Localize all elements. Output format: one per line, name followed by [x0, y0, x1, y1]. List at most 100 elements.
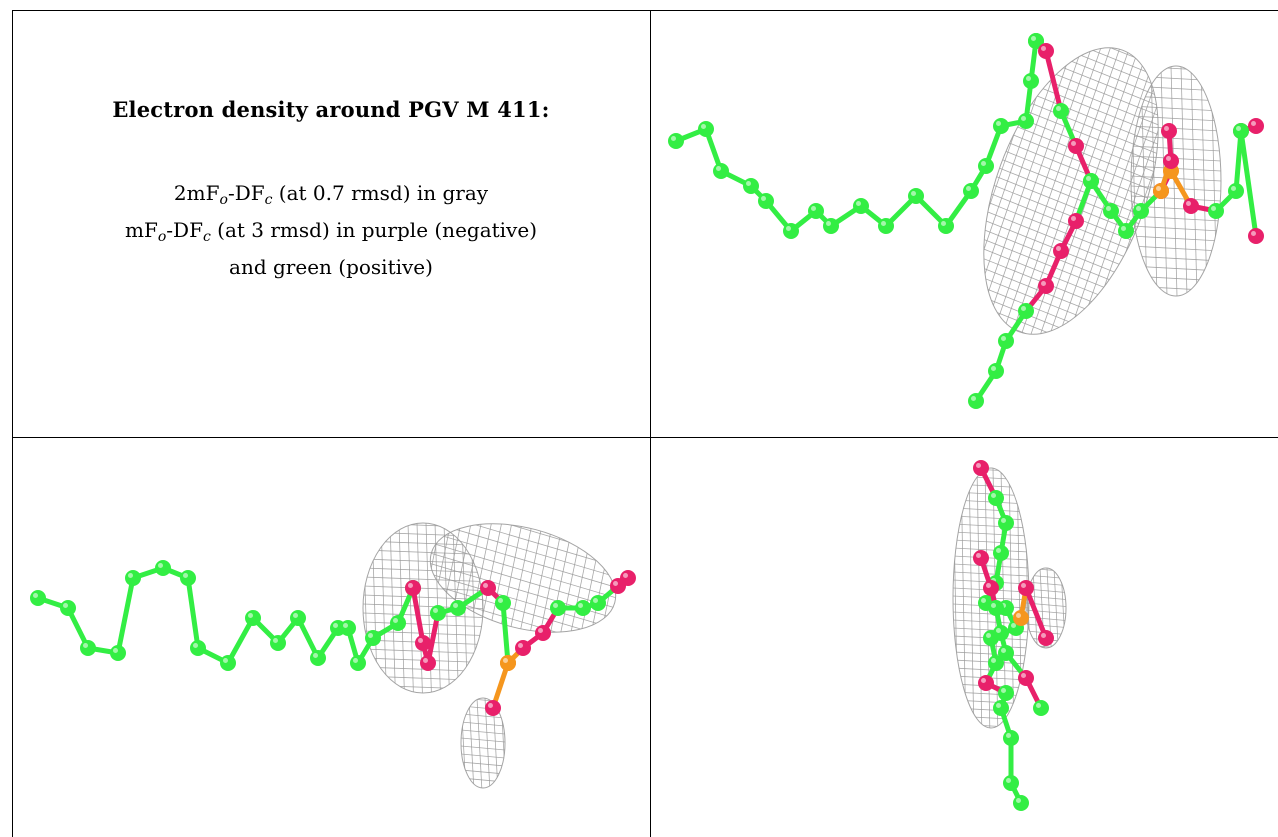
carbon-atom: [988, 490, 1004, 506]
bond: [115, 575, 136, 656]
carbon-atom: [988, 363, 1004, 379]
molecule-view-bottom-right: [952, 460, 1067, 811]
carbon-atom: [993, 545, 1009, 561]
carbon-atom: [125, 570, 141, 586]
top-border: [12, 10, 1278, 11]
phosphorus-atom: [500, 655, 516, 671]
bond: [1238, 128, 1259, 239]
carbon-atom: [988, 600, 1004, 616]
carbon-atom: [1003, 775, 1019, 791]
terminal-bond: [1233, 123, 1264, 244]
headgroup-chain: [405, 570, 636, 671]
carbon-atom: [245, 610, 261, 626]
phosphate-oxygen: [485, 655, 516, 716]
carbon-atom: [908, 188, 924, 204]
carbon-atom: [998, 685, 1014, 701]
bond: [1023, 585, 1049, 641]
view-bottom-right: [651, 438, 1278, 837]
carbon-atom: [110, 645, 126, 661]
carbon-atom: [1208, 203, 1224, 219]
carbon-atom: [1033, 700, 1049, 716]
caption-cell: Electron density around PGV M 411: 2mF o-…: [12, 10, 650, 437]
carbon-atom: [963, 183, 979, 199]
carbon-atom: [80, 640, 96, 656]
oxygen-atom: [1068, 138, 1084, 154]
caption-heading: Electron density around PGV M 411:: [112, 97, 550, 122]
acyl-chain-2: [973, 550, 1049, 716]
carbon-atom: [1003, 730, 1019, 746]
carbon-atom: [575, 600, 591, 616]
oxygen-atom: [1038, 43, 1054, 59]
carbon-atom: [60, 600, 76, 616]
carbon-atom: [1118, 223, 1134, 239]
acyl-chain-2: [968, 173, 1099, 409]
oxygen-atom: [1161, 123, 1177, 139]
line1-sub-c: c: [264, 192, 273, 208]
oxygen-atom: [515, 640, 531, 656]
carbon-atom: [993, 118, 1009, 134]
carbon-atom: [968, 393, 984, 409]
bond: [185, 575, 201, 651]
carbon-atom: [590, 595, 606, 611]
carbon-atom: [1018, 113, 1034, 129]
carbon-atom: [823, 218, 839, 234]
line2-a: mF: [125, 218, 158, 242]
carbon-atom: [430, 605, 446, 621]
carbon-atom: [938, 218, 954, 234]
carbon-atom: [1083, 173, 1099, 189]
phosphorus-atom: [1153, 183, 1169, 199]
carbon-atom: [550, 600, 566, 616]
oxygen-atom: [983, 580, 999, 596]
bond: [225, 615, 256, 666]
oxygen-atom: [1038, 278, 1054, 294]
oxygen-atom: [978, 675, 994, 691]
line1-a: 2mF: [173, 181, 220, 205]
carbon-atom: [878, 218, 894, 234]
carbon-atom: [310, 650, 326, 666]
phosphorus-atom: [1013, 610, 1029, 626]
carbon-atom: [1053, 103, 1069, 119]
carbon-atom: [758, 193, 774, 209]
oxygen-atom: [1183, 198, 1199, 214]
carbon-atom: [853, 198, 869, 214]
carbon-atom: [1103, 203, 1119, 219]
phosphate-oxygen: [1153, 123, 1179, 199]
carbon-atom: [450, 600, 466, 616]
carbon-atom: [350, 655, 366, 671]
caption-description: 2mFo-DFc (at 0.7 rmsd) in gray mFo-DFc (…: [125, 178, 537, 282]
carbon-atom: [220, 655, 236, 671]
caption-line-3: and green (positive): [229, 255, 433, 279]
oxygen-atom: [1053, 243, 1069, 259]
carbon-atom: [998, 333, 1014, 349]
oxygen-atom: [480, 580, 496, 596]
bond: [500, 600, 511, 666]
carbon-atom: [155, 560, 171, 576]
oxygen-atom: [535, 625, 551, 641]
oxygen-atom: [1018, 580, 1034, 596]
oxygen-atom: [1018, 670, 1034, 686]
molecule-view-top-right: [668, 24, 1264, 409]
oxygen-atom: [620, 570, 636, 586]
line2-sub-o: o: [157, 229, 167, 245]
molecule-view-bottom-left: [30, 505, 636, 789]
carbon-atom: [783, 223, 799, 239]
oxygen-atom: [973, 460, 989, 476]
carbon-atom: [993, 625, 1009, 641]
figure-table: Electron density around PGV M 411: 2mF o-…: [12, 10, 1278, 837]
carbon-atom: [1233, 123, 1249, 139]
carbon-atom: [978, 158, 994, 174]
acyl-chain-1: [668, 33, 1044, 239]
oxygen-atom: [415, 635, 431, 651]
acyl-chain-1: [30, 560, 421, 671]
carbon-atom: [1133, 203, 1149, 219]
oxygen-atom: [420, 655, 436, 671]
carbon-atom: [290, 610, 306, 626]
carbon-atom: [180, 570, 196, 586]
line2-sub-c: c: [202, 229, 211, 245]
carbon-atom: [808, 203, 824, 219]
oxygen-atom: [405, 580, 421, 596]
line2-b: -DF: [166, 218, 203, 242]
carbon-atom: [30, 590, 46, 606]
carbon-atom: [340, 620, 356, 636]
oxygen-atom: [1248, 118, 1264, 134]
